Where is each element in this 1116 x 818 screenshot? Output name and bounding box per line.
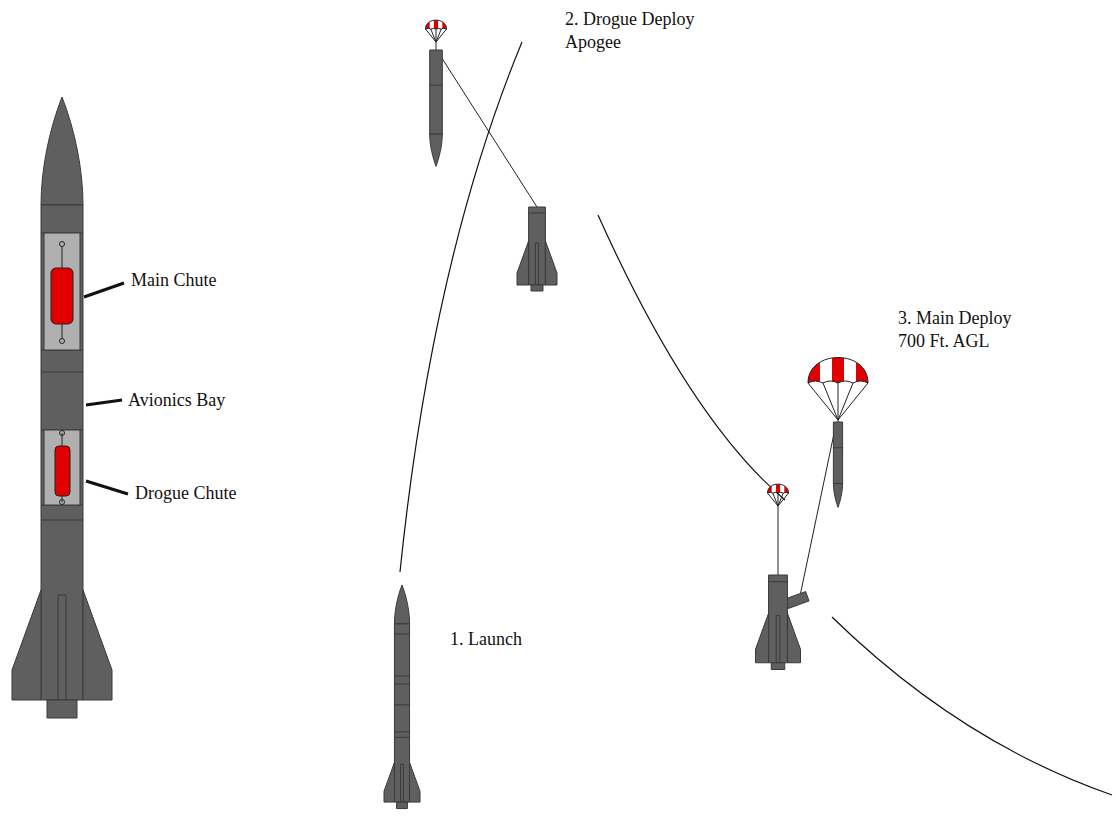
nose-section [430, 50, 443, 166]
eyebolt [60, 431, 65, 436]
booster-section [756, 575, 801, 670]
apogee-stage [425, 18, 557, 292]
leader-line [86, 481, 128, 494]
stage-label: 1. Launch [450, 628, 522, 651]
nose-section [833, 422, 842, 507]
flight-path [400, 42, 1112, 795]
part-label: Main Chute [131, 269, 217, 292]
part-label: Avionics Bay [128, 389, 225, 412]
drogue-parachute [425, 18, 447, 43]
avionics-section [785, 592, 809, 609]
main-descent-curve [832, 617, 1112, 795]
rocket-body [12, 97, 112, 718]
main-parachute [807, 350, 869, 420]
stage-label: 3. Main Deploy 700 Ft. AGL [898, 307, 1028, 354]
booster-section [517, 207, 557, 291]
rocket-cutaway [12, 97, 128, 718]
leader-line [84, 283, 124, 297]
drogue-chute-pack [55, 446, 70, 496]
stage-label: 2. Drogue Deploy Apogee [565, 8, 715, 55]
leader-line [86, 400, 122, 405]
shock-cord [436, 42, 537, 207]
eyebolt [60, 339, 65, 344]
main-deploy-stage [756, 350, 870, 670]
main-chute-pack [51, 268, 73, 324]
eyebolt [60, 242, 65, 247]
drogue-descent-curve [598, 215, 785, 500]
drogue-parachute [767, 482, 789, 507]
eyebolt [60, 500, 65, 505]
part-label: Drogue Chute [135, 482, 236, 505]
ascent-curve [400, 42, 522, 572]
launch-rocket [384, 585, 420, 809]
